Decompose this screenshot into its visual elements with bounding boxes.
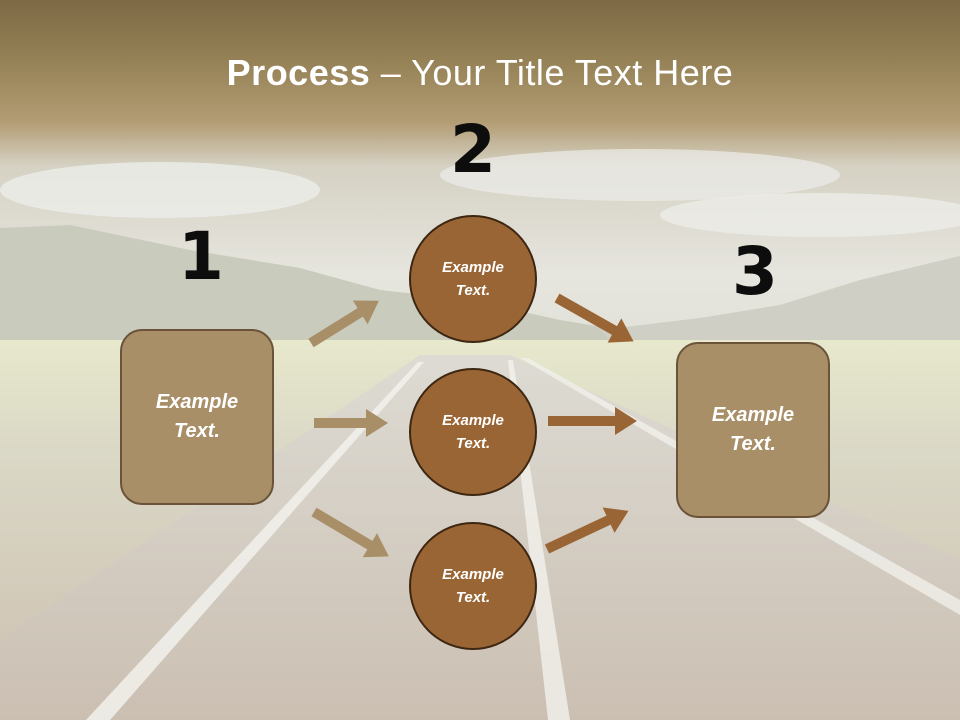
step-1-box-label: Example Text. xyxy=(155,391,239,442)
arrow-middle-to-right xyxy=(548,407,637,435)
step-2-circle-bottom[interactable]: Example Text. xyxy=(409,522,537,650)
step-3-box-label: Example Text. xyxy=(711,404,795,455)
step-number-2: 2 xyxy=(450,111,496,188)
circle-bottom-label: Example Text. xyxy=(442,566,504,606)
arrow-left-to-top xyxy=(308,300,379,348)
circle-middle-label: Example Text. xyxy=(442,412,504,452)
arrow-bottom-to-right xyxy=(544,507,629,554)
arrow-left-to-middle xyxy=(314,409,388,437)
title-rest-part: – Your Title Text Here xyxy=(370,52,734,93)
title-bold-part: Process xyxy=(226,52,371,93)
step-number-3: 3 xyxy=(732,233,778,310)
arrow-top-to-right xyxy=(554,293,634,343)
arrow-left-to-bottom xyxy=(311,507,389,558)
slide-title: Process – Your Title Text Here xyxy=(0,52,960,94)
step-3-box[interactable]: Example Text. xyxy=(676,342,830,518)
step-2-circle-middle[interactable]: Example Text. xyxy=(409,368,537,496)
step-2-circle-top[interactable]: Example Text. xyxy=(409,215,537,343)
step-number-1: 1 xyxy=(178,218,224,295)
circle-top-label: Example Text. xyxy=(442,259,504,299)
step-1-box[interactable]: Example Text. xyxy=(120,329,274,505)
